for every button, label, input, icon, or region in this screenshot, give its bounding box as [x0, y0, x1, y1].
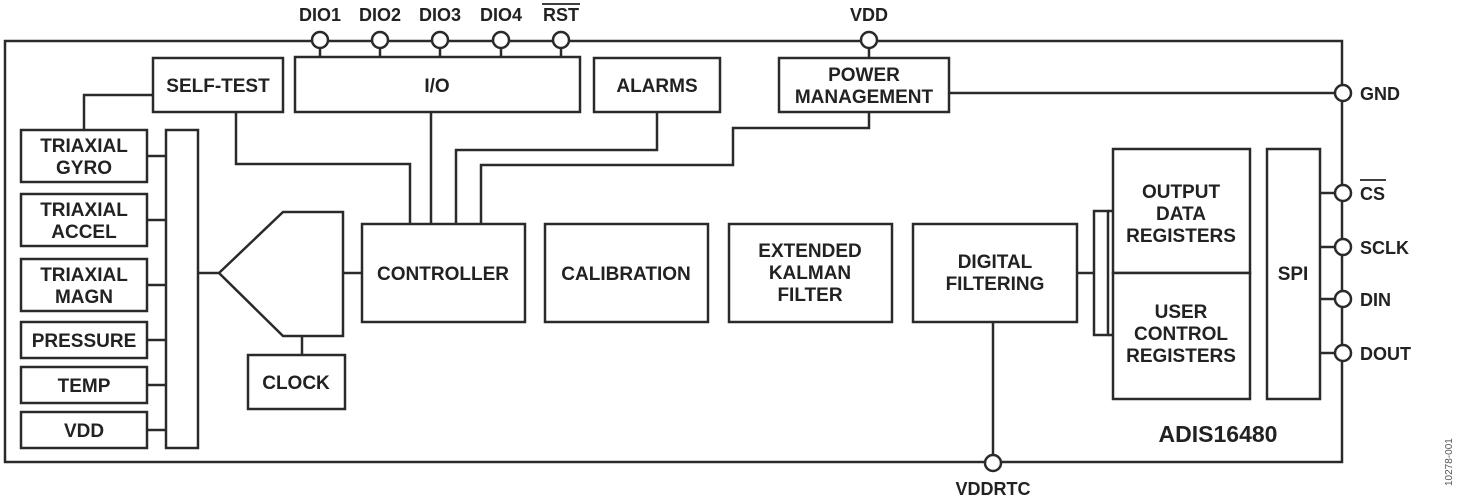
pin-dio4: DIO4 — [480, 5, 522, 50]
pressure-block: PRESSURE — [19, 320, 149, 360]
ekf-label-line1: EXTENDED — [758, 241, 861, 262]
power-management-block: POWER MANAGEMENT — [777, 56, 951, 114]
vdd-sensor-label: VDD — [64, 421, 104, 442]
pin-gnd-label: GND — [1360, 84, 1400, 104]
triaxial-accel-label-line2: ACCEL — [51, 222, 117, 243]
self-test-label: SELF-TEST — [166, 76, 270, 97]
pin-rst-terminal — [551, 30, 571, 50]
clock-label: CLOCK — [262, 373, 330, 394]
output-registers-label-line1: OUTPUT — [1142, 182, 1221, 203]
pin-vddrtc-terminal — [983, 453, 1003, 473]
user-registers-label-line1: USER — [1155, 302, 1208, 323]
pin-din-label: DIN — [1360, 290, 1391, 310]
triaxial-magn-block: TRIAXIAL MAGN — [19, 257, 149, 313]
pin-dio3: DIO3 — [419, 5, 461, 50]
extended-kalman-filter-block: EXTENDED KALMAN FILTER — [727, 222, 894, 324]
triaxial-gyro-label-line2: GYRO — [56, 158, 112, 179]
triaxial-gyro-label-line1: TRIAXIAL — [40, 136, 128, 157]
pin-dio1-terminal — [310, 30, 330, 50]
part-number: ADIS16480 — [1159, 421, 1278, 447]
output-data-registers-block: OUTPUT DATA REGISTERS — [1111, 147, 1252, 275]
pin-dio2: DIO2 — [359, 5, 401, 50]
pin-dio1: DIO1 — [299, 5, 341, 50]
alarms-label: ALARMS — [616, 76, 697, 97]
pin-cs-label: CS — [1360, 184, 1385, 204]
io-block: I/O — [293, 55, 582, 114]
pin-cs: CS — [1333, 179, 1386, 204]
pin-dio3-label: DIO3 — [419, 5, 461, 25]
pin-rst: RST — [542, 3, 580, 50]
temp-label: TEMP — [58, 376, 111, 397]
connection-wires — [82, 48, 1335, 455]
calibration-block: CALIBRATION — [543, 222, 710, 324]
clock-block: CLOCK — [246, 353, 347, 411]
user-registers-label-line2: CONTROL — [1134, 324, 1228, 345]
triaxial-accel-label-line1: TRIAXIAL — [40, 200, 128, 221]
pin-dio1-label: DIO1 — [299, 5, 341, 25]
pin-dout: DOUT — [1333, 343, 1411, 364]
pin-vdd: VDD — [850, 5, 888, 50]
controller-block: CONTROLLER — [360, 222, 527, 324]
pin-dio2-terminal — [370, 30, 390, 50]
pin-din-terminal — [1333, 289, 1353, 309]
pin-vddrtc: VDDRTC — [956, 453, 1031, 499]
triaxial-magn-label-line2: MAGN — [55, 287, 113, 308]
wire-self-test-controller — [234, 112, 412, 224]
wire-self-test-sensors — [82, 93, 153, 129]
pin-din: DIN — [1333, 289, 1391, 310]
digital-filtering-block: DIGITAL FILTERING — [911, 222, 1079, 324]
pin-dio2-label: DIO2 — [359, 5, 401, 25]
wire-alarms-controller — [454, 112, 659, 224]
pin-sclk: SCLK — [1333, 237, 1409, 258]
wire-power-controller — [479, 112, 871, 224]
vdd-sensor-block: VDD — [19, 410, 149, 450]
pin-sclk-terminal — [1333, 237, 1353, 257]
pin-sclk-label: SCLK — [1360, 238, 1409, 258]
spi-label: SPI — [1278, 264, 1309, 285]
ekf-label-line3: FILTER — [777, 285, 842, 306]
pin-cs-terminal — [1333, 183, 1353, 203]
pin-gnd-terminal — [1333, 83, 1353, 103]
self-test-block: SELF-TEST — [151, 56, 285, 114]
pressure-label: PRESSURE — [32, 331, 137, 352]
pin-dio3-terminal — [430, 30, 450, 50]
pin-vdd-label: VDD — [850, 5, 888, 25]
ekf-label-line2: KALMAN — [769, 263, 851, 284]
output-registers-label-line2: DATA — [1156, 204, 1206, 225]
pin-vdd-terminal — [859, 30, 879, 50]
pin-gnd: GND — [1333, 83, 1400, 104]
pin-dout-terminal — [1333, 343, 1353, 363]
figure-code: 10278-001 — [1444, 438, 1455, 486]
pin-dout-label: DOUT — [1360, 344, 1411, 364]
power-management-label-line1: POWER — [828, 65, 900, 86]
power-management-label-line2: MANAGEMENT — [795, 87, 934, 108]
calibration-label: CALIBRATION — [561, 264, 690, 285]
temp-block: TEMP — [19, 365, 149, 405]
pin-dio4-label: DIO4 — [480, 5, 522, 25]
io-label: I/O — [424, 76, 449, 97]
triaxial-accel-block: TRIAXIAL ACCEL — [19, 192, 149, 248]
pin-dio4-terminal — [491, 30, 511, 50]
sensor-bus — [164, 128, 200, 450]
digital-filtering-label-line2: FILTERING — [946, 274, 1045, 295]
triaxial-magn-label-line1: TRIAXIAL — [40, 265, 128, 286]
alarms-block: ALARMS — [592, 56, 722, 114]
output-registers-label-line3: REGISTERS — [1126, 226, 1236, 247]
register-bus — [1092, 209, 1110, 337]
spi-block: SPI — [1265, 147, 1322, 401]
controller-label: CONTROLLER — [377, 264, 509, 285]
digital-filtering-label-line1: DIGITAL — [958, 252, 1033, 273]
triaxial-gyro-block: TRIAXIAL GYRO — [19, 128, 149, 184]
pin-rst-label: RST — [543, 5, 579, 25]
pin-vddrtc-label: VDDRTC — [956, 479, 1031, 499]
user-control-registers-block: USER CONTROL REGISTERS — [1111, 271, 1252, 401]
multiplexer-shape — [217, 210, 345, 338]
user-registers-label-line3: REGISTERS — [1126, 346, 1236, 367]
